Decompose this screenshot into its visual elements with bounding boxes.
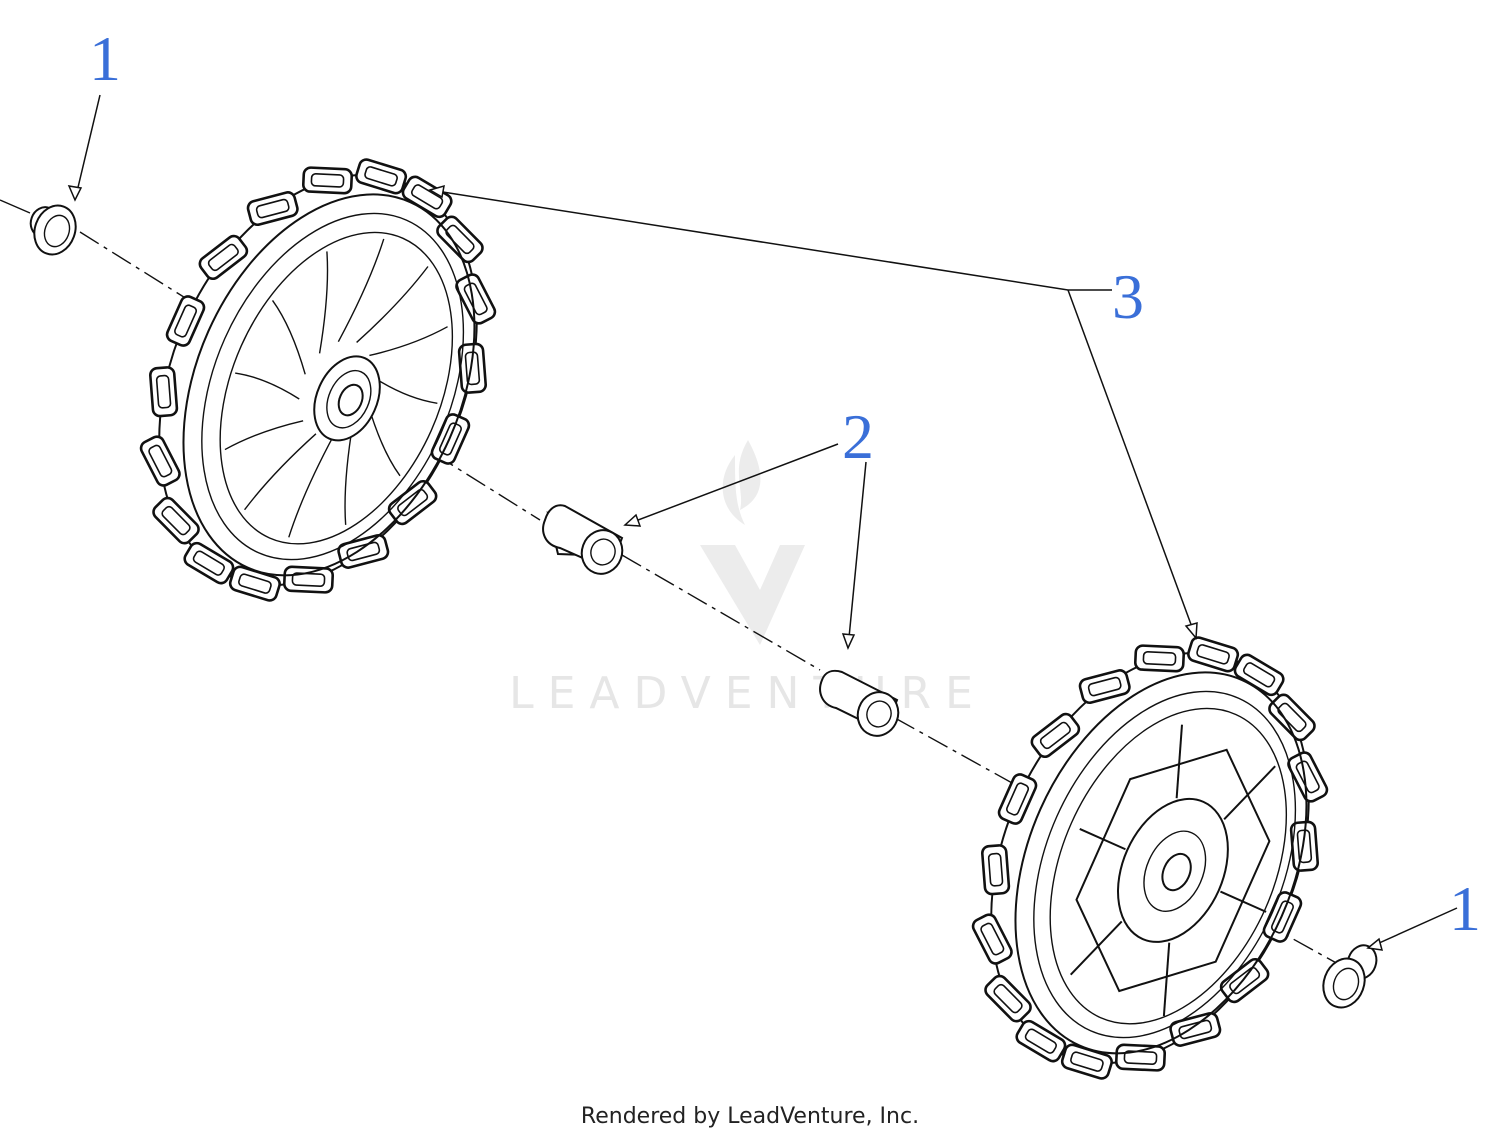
watermark-logo-icon (700, 440, 805, 645)
tread-block (183, 541, 235, 585)
tread-block (198, 234, 249, 281)
spoke (288, 434, 335, 538)
right-wheel (971, 636, 1329, 1080)
callout-1-right: 1 (1449, 873, 1481, 944)
bushing-left (29, 204, 77, 256)
tread-block (1187, 636, 1240, 673)
spoke (356, 266, 429, 343)
tread-block (980, 844, 1011, 896)
tread-block (1030, 712, 1081, 759)
callout-1-left: 1 (89, 23, 121, 94)
hub-rib (1069, 920, 1123, 976)
callout-2: 2 (842, 401, 874, 472)
tread-block (997, 773, 1038, 825)
tread-block (152, 496, 200, 545)
tread-block (148, 366, 179, 418)
right-wheel-hub-pattern (1069, 724, 1276, 1017)
spacer-lower (819, 669, 900, 737)
tread-block (282, 565, 335, 594)
bushing-right (1322, 944, 1378, 1009)
left-wheel-spokes (224, 238, 448, 538)
spacer-upper (542, 504, 624, 575)
rendered-by-footer: Rendered by LeadVenture, Inc. (580, 1104, 920, 1129)
left-wheel (139, 158, 497, 602)
spoke (271, 300, 306, 375)
spoke (224, 420, 304, 451)
hub-rib (1175, 724, 1183, 799)
tread-block (455, 273, 497, 325)
tread-block (355, 158, 408, 195)
tread-block (1169, 1011, 1222, 1047)
watermark: LEADVENTURE (509, 440, 987, 719)
callout-3: 3 (1112, 261, 1144, 332)
callouts: 1 2 3 1 (89, 23, 1481, 944)
tread-block (1114, 1043, 1167, 1072)
hub-rib (1079, 828, 1126, 851)
right-wheel-tread (971, 636, 1329, 1080)
tread-block (984, 974, 1032, 1023)
tread-block (1133, 644, 1186, 673)
hub-rib (1162, 942, 1171, 1017)
tread-block (337, 533, 390, 569)
hub-rib (1223, 765, 1276, 821)
leader-lines (74, 94, 1458, 949)
tread-block (430, 413, 471, 465)
tread-block (1078, 669, 1131, 705)
tread-block (971, 913, 1013, 965)
tread-block (1262, 891, 1303, 943)
watermark-text: LEADVENTURE (509, 668, 987, 719)
tread-block (165, 295, 206, 347)
tread-block (1015, 1019, 1067, 1063)
spoke (369, 326, 448, 357)
hub-hexagon (1075, 748, 1271, 993)
tread-block (1287, 751, 1329, 803)
spoke (235, 372, 300, 400)
spoke (337, 238, 385, 342)
leader-arrowheads (67, 184, 1384, 951)
hub-rib (1220, 890, 1267, 913)
left-wheel-tread (139, 158, 497, 602)
tread-block (139, 435, 181, 487)
tread-block (246, 191, 299, 227)
tread-block (301, 166, 354, 195)
spoke (244, 433, 317, 511)
spoke (318, 251, 329, 354)
